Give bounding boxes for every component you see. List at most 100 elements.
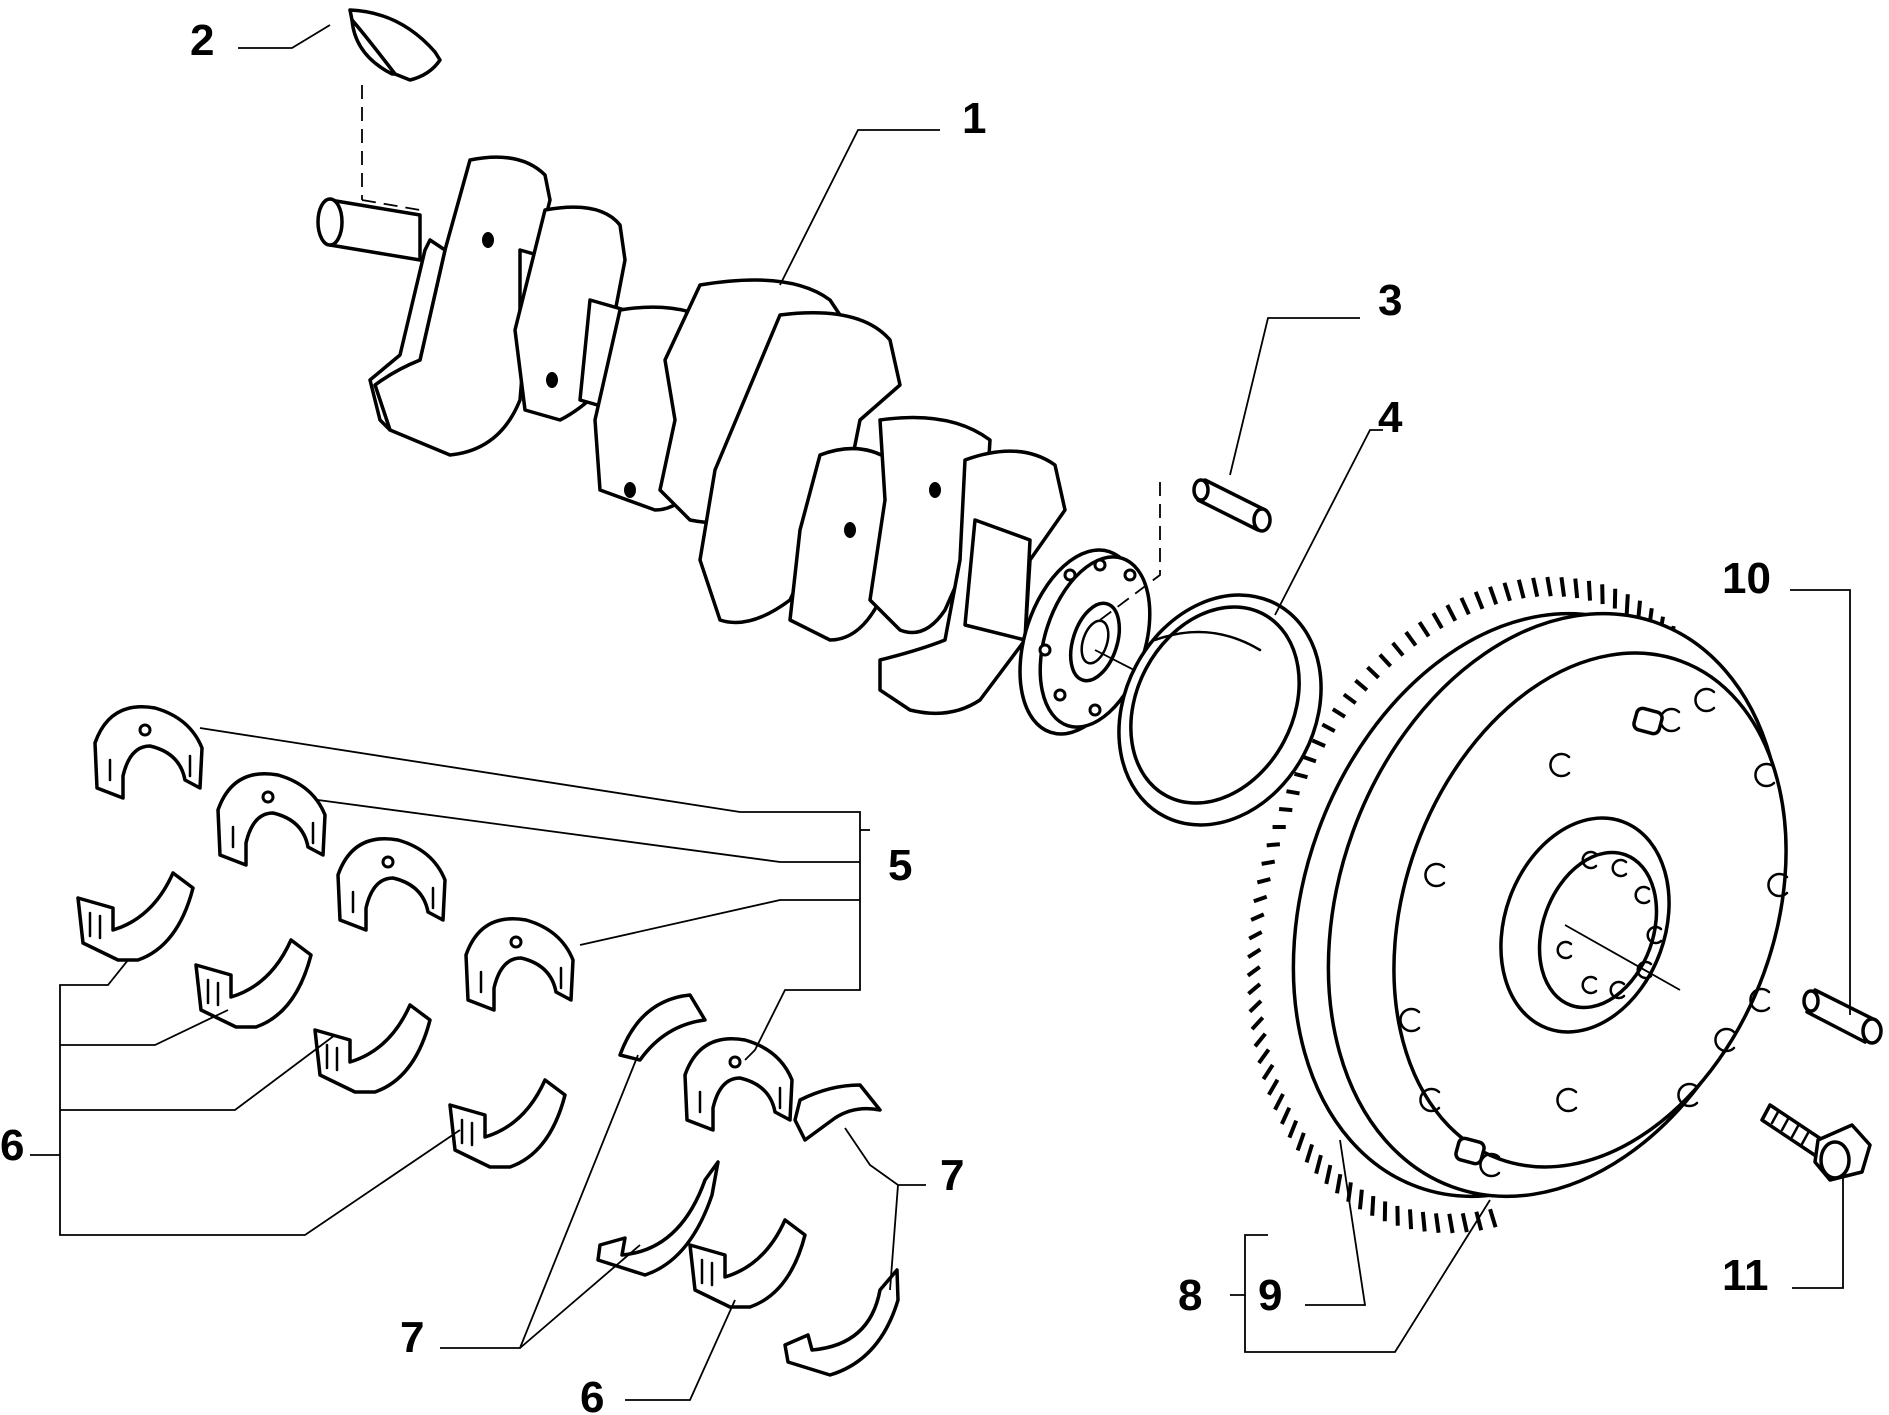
- callout-labels: 1 2 3 4 5 6 6 7 7 8 9 10 11: [0, 16, 1771, 1415]
- ring-gear-tooth: [1370, 1195, 1376, 1216]
- ring-gear-teeth: [1246, 576, 1696, 1234]
- flywheel-inner-hole: [1634, 885, 1651, 905]
- ring-gear-tooth: [1273, 1093, 1285, 1111]
- ring-gear-tooth: [1447, 1213, 1455, 1234]
- callout-10: 10: [1722, 554, 1771, 603]
- ring-gear-tooth: [1417, 621, 1431, 638]
- flywheel-hole: [1694, 687, 1716, 713]
- flywheel-inner-hole: [1556, 940, 1573, 960]
- ring-gear-tooth: [1261, 859, 1276, 866]
- leader-lines: [30, 24, 1851, 1401]
- shell-oil-hole: [381, 855, 395, 869]
- ring-gear-tooth: [1445, 604, 1458, 622]
- ring-gear-tooth: [1516, 579, 1526, 599]
- callout-6-left: 6: [0, 1121, 24, 1170]
- ring-gear-tooth: [1342, 692, 1357, 705]
- ring-gear-tooth: [1256, 877, 1271, 885]
- ring-gear-tooth: [1459, 597, 1471, 616]
- ring-gear-tooth: [1311, 738, 1326, 748]
- ring-gear-tooth: [1420, 1211, 1427, 1232]
- upper-shell: [216, 772, 327, 867]
- ring-gear-tooth: [1378, 653, 1393, 668]
- ring-gear-tooth: [1624, 594, 1630, 615]
- ring-gear-tooth: [1573, 578, 1580, 599]
- flywheel-bolt-holes: [1399, 687, 1789, 1178]
- flywheel-hole: [1479, 1152, 1501, 1178]
- callout-8: 8: [1178, 1271, 1202, 1320]
- main-bearing-upper-shells: [93, 705, 794, 1132]
- ring-gear-tooth: [1335, 1173, 1343, 1194]
- callout-7-left: 7: [400, 1313, 424, 1362]
- ring-gear-tooth: [1261, 1063, 1275, 1081]
- flywheel-hole: [1754, 762, 1776, 788]
- ring-gear-tooth: [1257, 1048, 1271, 1065]
- thrust-washers-part: [596, 993, 900, 1377]
- upper-shell: [464, 917, 575, 1012]
- ring-gear-tooth: [1531, 577, 1540, 598]
- ring-gear-tooth: [1247, 982, 1262, 996]
- ring-gear-tooth: [1304, 1143, 1314, 1164]
- woodruff-key-part: [348, 8, 442, 211]
- upper-shell: [683, 1037, 794, 1132]
- shell-groove: [88, 911, 102, 940]
- ring-gear-tooth: [1302, 754, 1317, 764]
- main-bearing-lower-shells: [76, 871, 807, 1309]
- ring-gear-tooth: [1354, 678, 1369, 692]
- flywheel-inner-hole: [1611, 858, 1628, 878]
- ring-gear-tooth: [1404, 630, 1418, 647]
- shell-groove: [325, 1043, 339, 1072]
- ring-gear-tooth: [1488, 1208, 1498, 1228]
- callout-1: 1: [962, 94, 986, 143]
- ring-gear-tooth: [1473, 591, 1485, 610]
- flywheel-inner-hole: [1581, 975, 1598, 995]
- bolt-part: [1760, 1103, 1872, 1182]
- ring-gear-tooth: [1545, 576, 1553, 597]
- ring-gear-tooth: [1247, 947, 1262, 959]
- dowel-pin-part: [1192, 478, 1272, 533]
- lower-shell: [194, 938, 313, 1029]
- callout-2: 2: [190, 16, 214, 65]
- ring-gear-tooth: [1253, 1032, 1267, 1048]
- shell-groove: [700, 1258, 714, 1287]
- ring-gear-tooth: [1266, 842, 1281, 848]
- ring-gear-tooth: [1331, 707, 1347, 719]
- flywheel-inner-hole: [1646, 925, 1663, 945]
- flywheel-hole: [1677, 1082, 1699, 1108]
- ring-gear-tooth: [1293, 771, 1308, 780]
- lower-shell: [76, 871, 195, 962]
- lower-shell: [313, 1003, 432, 1094]
- ring-gear-tooth: [1295, 1132, 1306, 1152]
- flywheel-inner-hole: [1609, 980, 1626, 1000]
- ring-gear-tooth: [1250, 912, 1265, 922]
- ring-gear-tooth: [1267, 1078, 1280, 1096]
- shell-groove: [206, 978, 220, 1007]
- ring-gear-tooth: [1278, 806, 1293, 813]
- flywheel-hole: [1399, 1007, 1421, 1033]
- flywheel-inner-hole: [1581, 850, 1598, 870]
- upper-shell: [93, 705, 204, 800]
- ring-gear-tooth: [1407, 1209, 1414, 1230]
- ring-gear-tooth: [1391, 641, 1405, 657]
- flywheel-hole: [1749, 987, 1771, 1013]
- callout-3: 3: [1378, 276, 1402, 325]
- flywheel-hole: [1419, 1087, 1441, 1113]
- ring-gear-tooth: [1280, 1106, 1292, 1125]
- crankshaft-part: [316, 155, 1311, 761]
- ring-gear-tooth: [1248, 930, 1263, 941]
- flywheel-inner-hole: [1636, 960, 1653, 980]
- ring-gear-tooth: [1460, 1212, 1469, 1233]
- shell-oil-hole: [138, 723, 152, 737]
- ring-gear-tooth: [1559, 576, 1567, 597]
- ring-gear-tooth: [1286, 789, 1300, 796]
- ring-gear-tooth: [1253, 894, 1268, 904]
- callout-6-bottom: 6: [580, 1373, 604, 1415]
- ring-gear-tooth: [1250, 1016, 1265, 1031]
- ring-gear-tooth: [1287, 1119, 1299, 1139]
- lower-shell: [688, 1218, 807, 1309]
- flywheel-hole: [1549, 752, 1571, 778]
- ring-gear-tooth: [1321, 722, 1336, 733]
- ring-gear-tooth: [1431, 612, 1444, 630]
- oil-seal-part: [1117, 593, 1323, 827]
- callout-4: 4: [1378, 393, 1403, 442]
